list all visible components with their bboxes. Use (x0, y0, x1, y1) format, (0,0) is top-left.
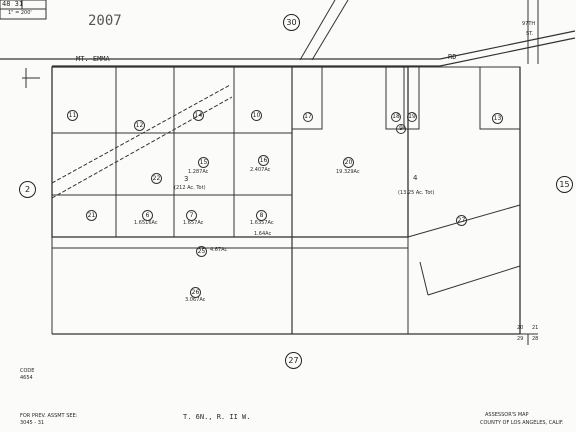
book-page-number: 48 31 (2, 0, 24, 8)
parcel-26[interactable]: 26 (190, 287, 201, 298)
road-suffix-rd: RD (448, 53, 457, 61)
parcel-13[interactable]: 13 (492, 113, 503, 124)
parcel-9[interactable]: 9 (396, 124, 406, 134)
area-parcel-20: 4.67Ac (210, 247, 228, 253)
township-range: T. 6N., R. II W. (183, 413, 251, 421)
section-corner-20: 20 (517, 325, 524, 331)
area-parcel-6: 1.6516Ac (134, 220, 158, 226)
code-label: CODE (20, 368, 35, 374)
lot-number-4: 4 (413, 174, 418, 182)
area-parcel-9: 1.64Ac (254, 231, 272, 237)
parcel-15[interactable]: 15 (198, 157, 209, 168)
parcel-10[interactable]: 10 (251, 110, 262, 121)
county-label: COUNTY OF LOS ANGELES, CALIF. (480, 420, 564, 426)
parcel-21[interactable]: 21 (86, 210, 97, 221)
street-97th-label: 97TH (522, 21, 536, 27)
parcel-25[interactable]: 25 (196, 246, 207, 257)
block-outline (51, 66, 409, 238)
parcel-19[interactable]: 19 (407, 112, 417, 122)
parcel-16[interactable]: 16 (258, 155, 269, 166)
area-parcel-14: 1.287Ac (188, 169, 209, 175)
lot-3-area: (212 Ac. Tot) (174, 185, 206, 191)
area-parcel-7: 1.657Ac (183, 220, 204, 226)
parcel-14[interactable]: 14 (193, 110, 204, 121)
adjacent-page-left[interactable]: 2 (19, 181, 36, 198)
parcel-20[interactable]: 20 (343, 157, 354, 168)
section-corner-21: 21 (532, 325, 539, 331)
parcel-12[interactable]: 12 (134, 120, 145, 131)
road-name-mt-emma: MT. EMMA (76, 55, 110, 63)
parcel-27[interactable]: 27 (456, 215, 467, 226)
parcel-6[interactable]: 6 (142, 210, 153, 221)
adjacent-page-top[interactable]: 30 (283, 14, 300, 31)
parcel-18[interactable]: 18 (391, 112, 401, 122)
scale-box (0, 8, 47, 20)
parcel-8[interactable]: 8 (256, 210, 267, 221)
section-corner-29: 29 (517, 336, 524, 342)
area-parcel-10: 2.407Ac (250, 167, 271, 173)
area-parcel-8: 1.6357Ac (250, 220, 274, 226)
lot-4-area: (13.25 Ac. Tot) (398, 190, 435, 196)
prev-assessment-ref: 3045 - 31 (20, 420, 45, 426)
adjacent-page-right[interactable]: 15 (556, 176, 573, 193)
map-scale: 1" = 200' (8, 10, 32, 16)
section-corner-28: 28 (532, 336, 539, 342)
parcel-17[interactable]: 17 (303, 112, 313, 122)
area-parcel-17: 19.329Ac (336, 169, 360, 175)
lot-number-3: 3 (184, 175, 189, 183)
assessor-map-label: ASSESSOR'S MAP (485, 412, 529, 418)
street-st-label: ST. (526, 31, 534, 37)
parcel-7[interactable]: 7 (186, 210, 197, 221)
area-parcel-21: 3.067Ac (185, 297, 206, 303)
adjacent-page-bottom[interactable]: 27 (285, 352, 302, 369)
parcel-22[interactable]: 22 (151, 173, 162, 184)
parcel-11[interactable]: 11 (67, 110, 78, 121)
prev-assessment-note: FOR PREV. ASSMT SEE: (20, 413, 78, 419)
map-year: 2007 (88, 13, 122, 29)
code-number: 4654 (20, 375, 33, 381)
